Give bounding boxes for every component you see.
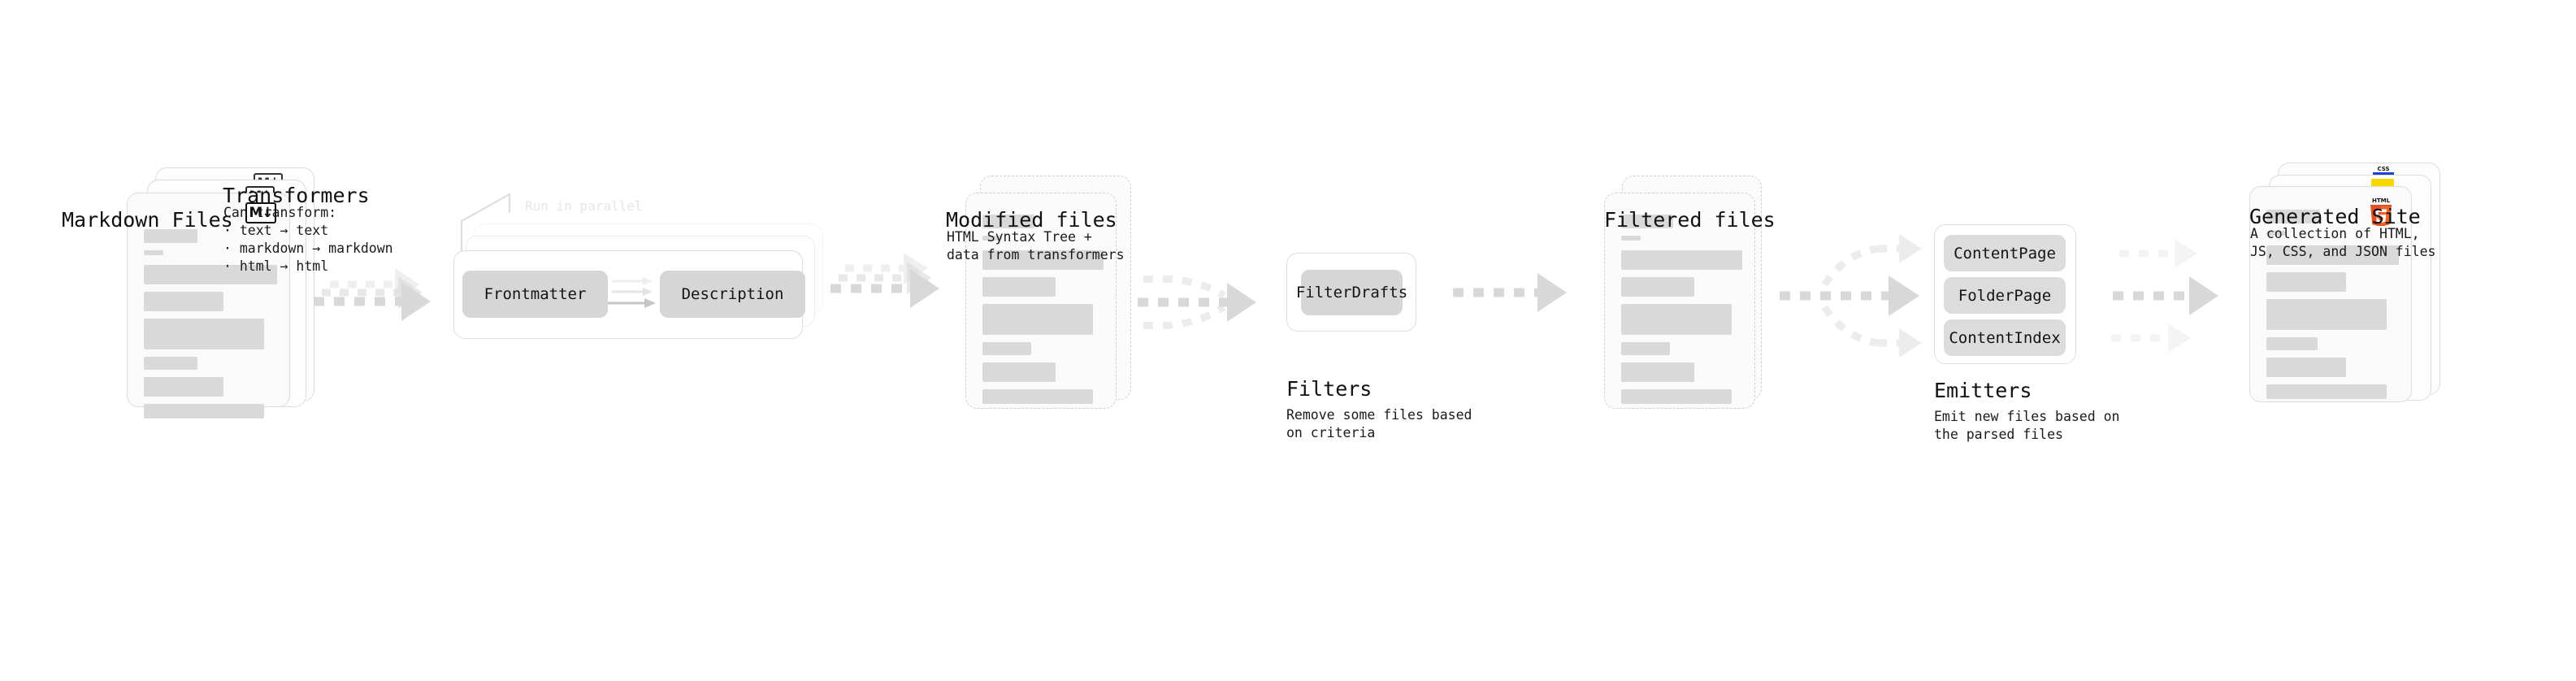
emitter-pill-folderpage[interactable]: FolderPage <box>1944 277 2066 314</box>
connector-filters-to-filtered <box>1453 273 1567 312</box>
connector-transformers-to-modified <box>830 253 939 308</box>
css-icon-underline <box>2373 172 2394 175</box>
filtered-card-front <box>1604 193 1755 409</box>
content-bar <box>982 277 1056 297</box>
filtered-files-title: Filtered files <box>1604 208 1776 232</box>
content-bar <box>2266 210 2320 223</box>
transformers-subtitle: Can transform: · text → text · markdown … <box>223 205 393 274</box>
html5-icon: HTML <box>2370 197 2392 226</box>
content-bar <box>2266 358 2346 377</box>
content-bar <box>144 229 197 243</box>
content-bar <box>1621 250 1742 270</box>
emitter-pill-contentindex[interactable]: ContentIndex <box>1944 319 2066 356</box>
content-bar <box>1621 342 1670 355</box>
content-bar <box>144 404 264 419</box>
content-bar <box>1621 215 1673 228</box>
content-bar <box>144 319 264 349</box>
content-bar <box>1621 389 1732 404</box>
content-bar <box>2266 245 2399 265</box>
site-card-content <box>2266 210 2399 406</box>
content-bar <box>1621 236 1641 241</box>
content-bar <box>144 250 163 255</box>
emitters-title: Emitters <box>1934 379 2032 402</box>
transformer-pill-frontmatter[interactable]: Frontmatter <box>462 271 608 318</box>
content-bar <box>982 250 1104 270</box>
content-bar <box>144 357 197 370</box>
connector-modified-to-filters <box>1138 275 1256 330</box>
filters-subtitle: Remove some files based on criteria <box>1286 407 1472 440</box>
content-bar <box>2266 384 2387 399</box>
content-bar <box>982 236 1002 241</box>
content-bar <box>2266 272 2346 292</box>
generated-site-subtitle: A collection of HTML, JS, CSS, and JSON … <box>2250 226 2436 259</box>
modified-files-title: Modified files <box>946 208 1117 232</box>
filter-pill-filterdrafts[interactable]: FilterDrafts <box>1296 270 1407 315</box>
content-bar <box>2266 231 2286 236</box>
content-bar <box>2266 299 2387 330</box>
run-in-parallel-label: Run in parallel <box>525 198 643 214</box>
content-bar <box>1621 277 1694 297</box>
content-bar <box>1621 304 1732 335</box>
modified-card-front <box>965 193 1117 409</box>
emitters-subtitle: Emit new files based on the parsed files <box>1934 409 2120 442</box>
emitter-pill-contentpage[interactable]: ContentPage <box>1944 235 2066 271</box>
content-bar <box>982 389 1093 404</box>
content-bar <box>144 292 223 311</box>
markdown-icon-label: M↓ <box>249 204 273 221</box>
markdown-card-front: M↓ <box>127 193 290 419</box>
connector-filtered-to-emitters <box>1780 234 1922 358</box>
filters-title: Filters <box>1286 377 1373 401</box>
site-card-front: HTML <box>2249 186 2412 402</box>
content-bar <box>144 377 223 397</box>
markdown-icon: M↓ <box>245 202 276 223</box>
content-bar <box>2266 337 2318 350</box>
content-bar <box>982 215 1034 228</box>
css-icon-label: CSS <box>2377 166 2390 172</box>
connector-emitters-to-site <box>2111 239 2218 353</box>
transformers-title: Transformers <box>223 184 370 207</box>
svg-text:HTML: HTML <box>2372 197 2391 204</box>
modified-card-content <box>982 215 1104 411</box>
modified-files-subtitle: HTML Syntax Tree + data from transformer… <box>947 229 1125 262</box>
css-icon: CSS <box>2373 167 2394 177</box>
content-bar <box>144 265 277 284</box>
content-bar <box>1621 362 1694 382</box>
content-bar <box>982 304 1093 335</box>
content-bar <box>982 362 1056 382</box>
markdown-files-title: Markdown Files <box>62 208 233 232</box>
markdown-card-content <box>144 229 277 426</box>
transformer-pill-description[interactable]: Description <box>660 271 805 318</box>
generated-site-title: Generated Site <box>2249 205 2421 228</box>
connector-md-to-transformers <box>314 268 431 321</box>
filtered-card-content <box>1621 215 1742 411</box>
content-bar <box>982 342 1031 355</box>
